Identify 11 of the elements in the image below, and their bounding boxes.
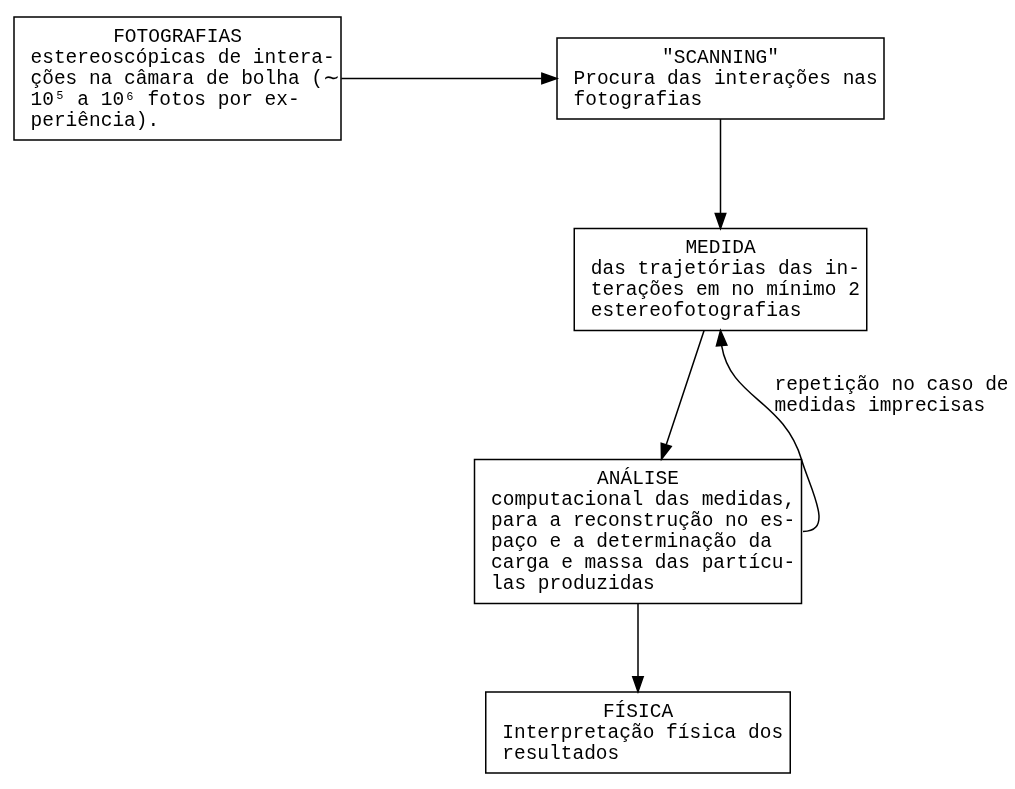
edge-label: repetição no caso de medidas imprecisas bbox=[774, 373, 1009, 417]
arrow bbox=[660, 329, 705, 461]
node-box: FÍSICA Interpretação física dos resultados bbox=[485, 690, 791, 774]
arrow bbox=[715, 327, 820, 532]
arrow bbox=[714, 117, 727, 231]
node-box: "SCANNING" Procura das interações nas fotografias bbox=[556, 36, 885, 120]
node-box: ANÁLISE computacional das medidas, para a reconstrução no es- paço e a determinação da carga e massa das partícu- las produzidas bbox=[473, 458, 803, 604]
node-box: MEDIDA das trajetórias das in- terações em no mínimo 2 estereofotografias bbox=[573, 227, 868, 331]
arrow bbox=[340, 71, 560, 85]
arrow bbox=[631, 602, 645, 694]
node-box: FOTOGRAFIAS estereoscópicas de intera- ções na câmara de bolha (∼ 10⁵ a 10⁶ fotos por ex- periência). bbox=[13, 15, 342, 141]
